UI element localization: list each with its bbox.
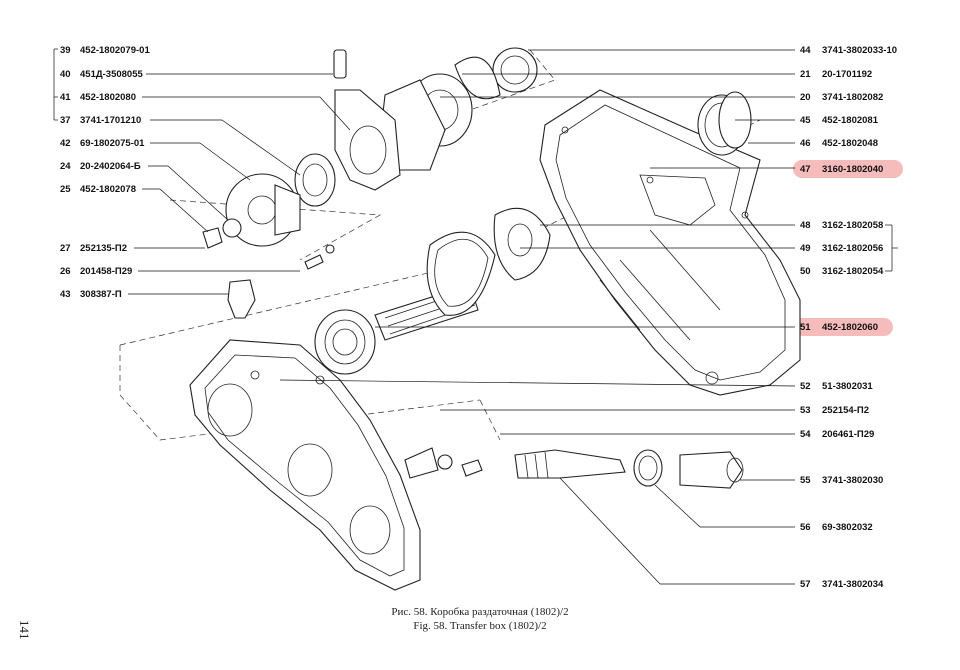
bolt-and-washer (304, 244, 335, 270)
callout-code-27: 252135-П2 (80, 243, 127, 254)
callout-code-20: 3741-1802082 (822, 92, 883, 103)
callout-code-56: 69-3802032 (822, 522, 873, 533)
callout-code-37: 3741-1701210 (80, 115, 141, 126)
callout-num-43: 43 (60, 289, 71, 300)
callout-num-40: 40 (60, 69, 71, 80)
callout-num-56: 56 (800, 522, 811, 533)
callout-num-37: 37 (60, 115, 71, 126)
callout-code-51: 452-1802060 (822, 322, 878, 333)
callout-code-39: 452-1802079-01 (80, 45, 150, 56)
callout-num-45: 45 (800, 115, 811, 126)
callout-num-24: 24 (60, 161, 71, 172)
callout-num-54: 54 (800, 429, 811, 440)
callout-num-20: 20 (800, 92, 811, 103)
callout-num-26: 26 (60, 266, 71, 277)
flange (202, 173, 301, 249)
oil-seal-right (697, 91, 752, 156)
callout-num-55: 55 (800, 475, 811, 486)
caption-english: Fig. 58. Transfer box (1802)/2 (413, 620, 547, 632)
callout-code-55: 3741-3802030 (822, 475, 883, 486)
callout-code-45: 452-1802081 (822, 115, 879, 126)
callout-num-25: 25 (60, 184, 71, 195)
speedometer-drive (404, 447, 744, 489)
callout-code-54: 206461-П29 (822, 429, 874, 440)
callout-code-24: 20-2402064-Б (80, 161, 141, 172)
callout-code-50: 3162-1802054 (822, 266, 884, 277)
callout-num-47: 47 (800, 164, 811, 175)
callout-code-21: 20-1701192 (822, 69, 872, 80)
callout-code-46: 452-1802048 (822, 138, 878, 149)
callout-num-41: 41 (60, 92, 71, 103)
callouts-right: 44 3741-3802033-10 21 20-1701192 20 3741… (800, 45, 897, 590)
callout-num-21: 21 (800, 69, 811, 80)
callout-num-51: 51 (800, 322, 811, 333)
callout-num-49: 49 (800, 243, 811, 254)
callout-code-52: 51-3802031 (822, 381, 873, 392)
callout-code-44: 3741-3802033-10 (822, 45, 897, 56)
highlight-callout-51 (793, 318, 893, 336)
callout-num-39: 39 (60, 45, 71, 56)
top-shaft-assembly (379, 47, 538, 171)
callout-code-26: 201458-П29 (80, 266, 132, 277)
gear-shaft (374, 207, 551, 341)
leader-lines-right (279, 49, 898, 585)
fitting (227, 279, 256, 319)
callout-num-46: 46 (800, 138, 811, 149)
callout-code-57: 3741-3802034 (822, 579, 884, 590)
leader-lines-left (53, 48, 351, 295)
front-cover (294, 49, 401, 207)
callout-code-49: 3162-1802056 (822, 243, 883, 254)
callout-num-27: 27 (60, 243, 71, 254)
callout-code-40: 451Д-3508055 (80, 69, 143, 80)
callout-num-53: 53 (800, 405, 811, 416)
bearing (314, 309, 376, 375)
transfer-case-housing (539, 89, 801, 396)
callouts-left: 39 452-1802079-01 40 451Д-3508055 41 452… (60, 45, 150, 300)
rear-cover-plate (189, 339, 421, 591)
callout-num-52: 52 (800, 381, 811, 392)
callout-code-53: 252154-П2 (822, 405, 869, 416)
callout-num-44: 44 (800, 45, 811, 56)
callout-code-25: 452-1802078 (80, 184, 136, 195)
highlight-callout-47 (793, 160, 903, 178)
callout-code-42: 69-1802075-01 (80, 138, 145, 149)
page-number: 141 (17, 620, 32, 640)
callout-code-48: 3162-1802058 (822, 220, 883, 231)
callout-num-57: 57 (800, 579, 811, 590)
callout-code-43: 308387-П (80, 289, 122, 300)
callout-code-47: 3160-1802040 (822, 164, 883, 175)
callout-num-48: 48 (800, 220, 811, 231)
callout-code-41: 452-1802080 (80, 92, 136, 103)
caption-russian: Рис. 58. Коробка раздаточная (1802)/2 (391, 606, 569, 618)
callout-num-42: 42 (60, 138, 71, 149)
callout-num-50: 50 (800, 266, 811, 277)
